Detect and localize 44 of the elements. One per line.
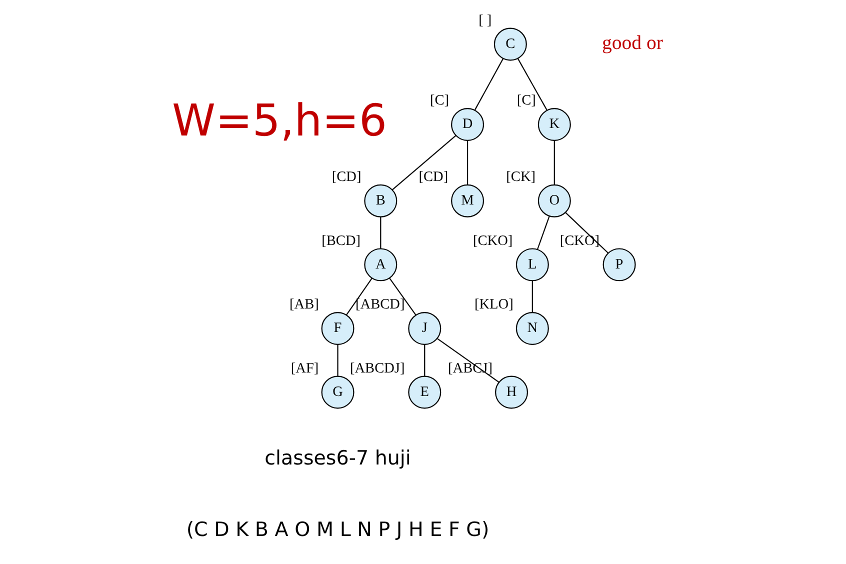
- connector: [389, 278, 416, 316]
- node-label: [ABCD]: [356, 296, 405, 313]
- connector: [554, 140, 555, 185]
- node-circle: A: [364, 248, 398, 282]
- node-circle: N: [516, 312, 549, 345]
- node-circle: D: [451, 108, 484, 141]
- connector: [392, 135, 456, 190]
- label: good or: [602, 32, 663, 54]
- connector: [474, 58, 504, 110]
- node-circle: L: [516, 248, 549, 282]
- connector: [532, 280, 533, 312]
- node-circle: F: [321, 312, 354, 345]
- node-circle: H: [495, 376, 528, 409]
- node-label: [AF]: [290, 360, 319, 376]
- node-label: [ ]: [478, 12, 492, 28]
- node-circle: B: [364, 184, 398, 218]
- connector: [380, 216, 382, 248]
- label: classes6-7 huji: [264, 446, 411, 470]
- node-label: [AB]: [290, 296, 319, 313]
- connector: [517, 58, 548, 110]
- connector: [466, 140, 468, 185]
- connector: [337, 344, 338, 376]
- node-label: [C]: [430, 92, 450, 109]
- connector: [424, 344, 426, 376]
- node-label: [KLO]: [474, 296, 514, 313]
- node-label: [CKO]: [472, 232, 513, 249]
- node-circle: E: [408, 376, 442, 409]
- node-circle: C: [494, 28, 527, 61]
- connector: [536, 216, 550, 250]
- node-circle: M: [451, 184, 484, 218]
- node-circle: O: [538, 184, 571, 218]
- connector: [346, 278, 372, 316]
- node-circle: P: [602, 248, 636, 282]
- label: W=5,h=6: [172, 95, 387, 146]
- node-circle: G: [321, 376, 354, 409]
- node-circle: K: [538, 108, 571, 141]
- label: (C D K B A O M L N P J H E F G): [186, 518, 490, 542]
- node-label: [CD]: [418, 169, 448, 186]
- node-label: [ABCDJ]: [350, 360, 405, 376]
- node-circle: J: [408, 312, 442, 345]
- node-label: [CD]: [332, 169, 362, 186]
- node-label: [BCD]: [322, 232, 361, 249]
- node-label: [C]: [516, 92, 536, 109]
- node-label: [CK]: [506, 169, 536, 186]
